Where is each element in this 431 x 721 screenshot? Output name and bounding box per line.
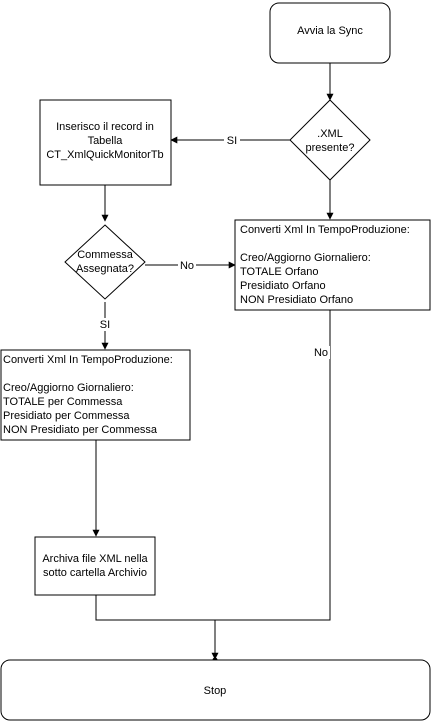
node-insert-record-line-1: Inserisco il record in (56, 121, 154, 133)
node-insert-record: Inserisco il record in Tabella CT_XmlQui… (39, 99, 172, 186)
node-convert-orfano-line-5: Presidiato Orfano (240, 280, 326, 292)
node-archive-line-2: sotto cartella Archivio (43, 567, 147, 579)
node-convert-commessa-line-5: Presidiato per Commessa (3, 410, 130, 422)
edge-labels: SI No SI No (98, 134, 330, 359)
node-convert-orfano-line-3: Creo/Aggiorno Giornaliero: (240, 252, 371, 264)
node-convert-orfano-line-4: TOTALE Orfano (240, 266, 318, 278)
node-commessa-check-line-2: Assegnata? (76, 263, 134, 275)
node-archive: Archiva file XML nella sotto cartella Ar… (34, 536, 156, 596)
node-xml-check-line-2: presente? (306, 142, 355, 154)
node-commessa-check-line-1: Commessa (77, 249, 134, 261)
node-xml-check-line-1: .XML (317, 128, 343, 140)
node-insert-record-line-3: CT_XmlQuickMonitorTb (46, 149, 163, 161)
edge-orfano-to-merge (215, 310, 331, 621)
edge-archive-to-merge (95, 595, 215, 621)
node-convert-orfano-line-1: Converti Xml In TempoProduzione: (240, 224, 410, 236)
node-insert-record-line-2: Tabella (88, 135, 124, 147)
node-convert-commessa-line-3: Creo/Aggiorno Giornaliero: (3, 382, 134, 394)
edge-label-commessa-yes: SI (100, 319, 110, 331)
edge-label-commessa-no: No (180, 260, 194, 272)
node-start-label: Avvia la Sync (297, 25, 363, 37)
edge-label-orfano-no: No (314, 347, 328, 359)
node-convert-orfano-line-6: NON Presidiato Orfano (240, 294, 353, 306)
node-start: Avvia la Sync (269, 2, 391, 64)
edge-label-xml-yes: SI (227, 135, 237, 147)
node-commessa-check: Commessa Assegnata? (64, 224, 146, 300)
node-convert-commessa: Converti Xml In TempoProduzione: Creo/Ag… (0, 349, 191, 441)
node-archive-line-1: Archiva file XML nella (42, 553, 148, 565)
node-convert-commessa-line-4: TOTALE per Commessa (3, 396, 123, 408)
node-stop: Stop (0, 659, 431, 721)
node-convert-commessa-line-6: NON Presidiato per Commessa (3, 424, 158, 436)
node-convert-orfano: Converti Xml In TempoProduzione: Creo/Ag… (234, 219, 431, 311)
node-stop-label: Stop (204, 685, 227, 697)
node-convert-commessa-line-1: Converti Xml In TempoProduzione: (3, 354, 173, 366)
node-xml-check: .XML presente? (289, 99, 371, 181)
